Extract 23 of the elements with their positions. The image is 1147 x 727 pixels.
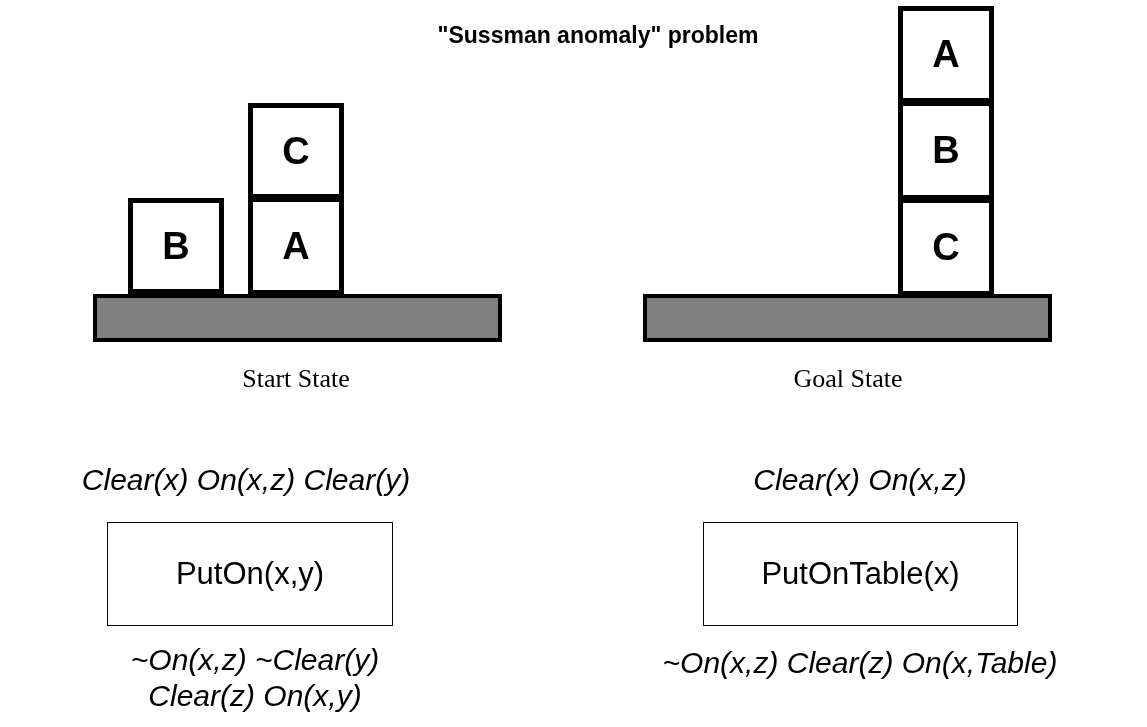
operator-box	[107, 522, 393, 626]
precondition-text: Clear(x) On(x,z) Clear(y)	[80, 462, 412, 498]
block-label: A	[932, 33, 960, 76]
operator-box	[703, 522, 1018, 626]
block-box	[248, 197, 344, 295]
block-box	[248, 103, 344, 199]
effect-text: ~On(x,z) ~Clear(y) Clear(z) On(x,y)	[129, 642, 381, 714]
block-label: C	[932, 225, 960, 269]
block-box	[898, 101, 994, 200]
state-caption: Start State	[241, 364, 351, 394]
state-caption: Goal State	[792, 364, 904, 394]
block-box	[128, 198, 224, 294]
title: "Sussman anomaly" problem	[436, 22, 760, 49]
operator-name: PutOn(x,y)	[175, 556, 325, 592]
block-box	[898, 198, 994, 296]
precondition-text: Clear(x) On(x,z)	[752, 462, 968, 498]
effect-text: ~On(x,z) Clear(z) On(x,Table)	[661, 645, 1059, 681]
block-label: B	[932, 129, 960, 172]
block-label: C	[282, 129, 310, 173]
block-label: B	[162, 224, 190, 268]
operator-name: PutOnTable(x)	[761, 556, 960, 592]
block-box	[898, 6, 994, 103]
block-label: A	[282, 224, 310, 268]
